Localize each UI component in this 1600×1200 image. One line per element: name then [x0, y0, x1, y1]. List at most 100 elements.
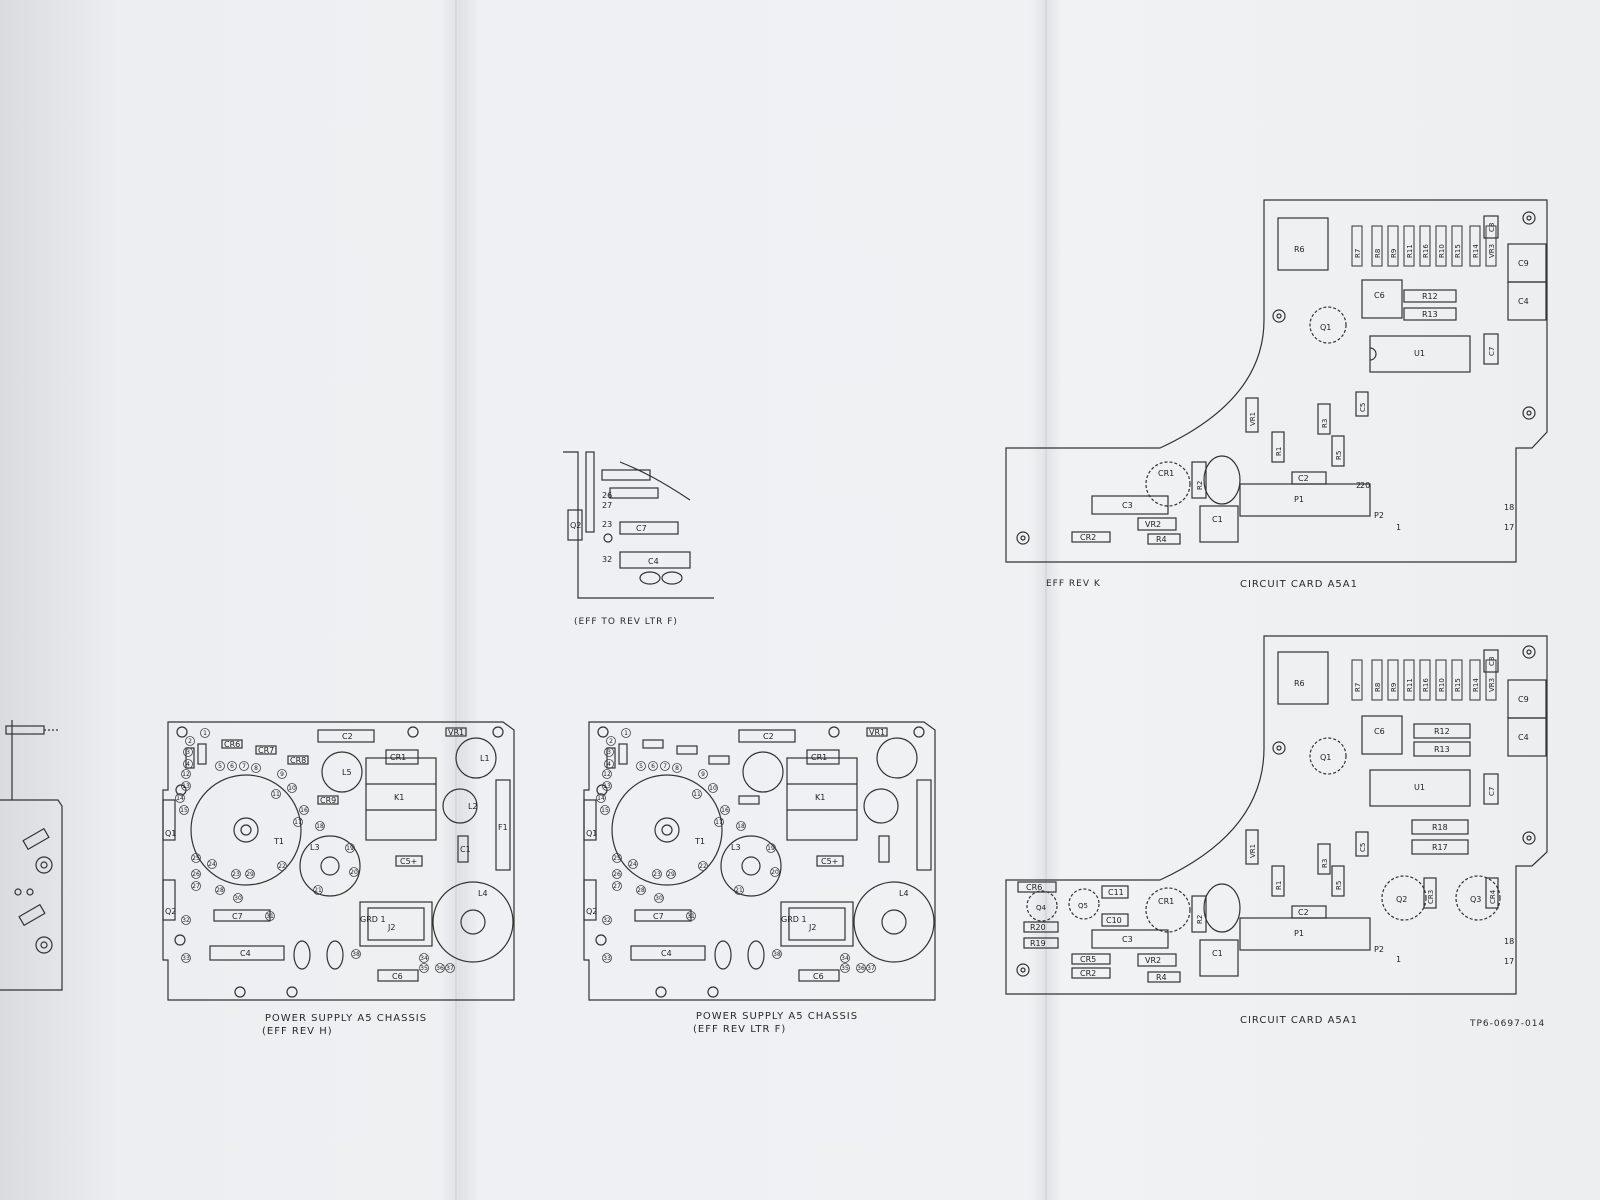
chassis-rev-h-caption: POWER SUPPLY A5 CHASSIS (EFF REV H)	[256, 1012, 436, 1038]
chassis-label-cr9: CR9	[320, 796, 336, 805]
terminal-marker	[185, 736, 195, 746]
card-bottom-label-c11: C11	[1108, 888, 1124, 897]
chassis-label-vr1: VR1	[448, 728, 464, 737]
terminal-marker	[175, 793, 185, 803]
chassis-label-k1: K1	[394, 793, 404, 802]
vertical-resistor-label: R14	[1472, 678, 1480, 692]
component-label: CR4	[1489, 889, 1497, 904]
terminal-number: 27	[192, 883, 200, 890]
vertical-resistor-label: R9	[1390, 249, 1398, 258]
terminal-number: 8	[254, 765, 258, 772]
terminal-marker	[445, 963, 455, 973]
card-bottom-label-cr5: CR5	[1080, 955, 1096, 964]
terminal-number: 35	[420, 965, 428, 972]
terminal-marker	[604, 759, 614, 769]
terminal-marker	[686, 911, 696, 921]
chassis-f-label-c7: C7	[653, 912, 664, 921]
vertical-resistor-label: VR3	[1488, 244, 1496, 258]
terminal-number: 24	[208, 861, 216, 868]
terminal-marker	[714, 817, 724, 827]
terminal-number: 10	[288, 785, 296, 792]
terminal-number: 17	[715, 819, 723, 826]
terminal-number: 22	[278, 863, 286, 870]
terminal-marker	[215, 761, 225, 771]
chassis-f-label-t1: T1	[694, 837, 705, 846]
inset-label-32: 32	[602, 555, 612, 564]
component-label: C8	[1488, 657, 1496, 666]
component-label: CR3	[1427, 890, 1435, 904]
terminal-marker	[181, 769, 191, 779]
terminal-number: 34	[420, 955, 428, 962]
terminal-marker	[621, 728, 631, 738]
chassis-label-cr8: CR8	[290, 756, 306, 765]
terminal-marker	[181, 915, 191, 925]
chassis-label-grd1: GRD 1	[360, 915, 386, 924]
chassis-label-l4: L4	[478, 889, 488, 898]
terminal-number: 33	[182, 955, 190, 962]
terminal-number: 9	[701, 771, 705, 778]
card-bottom-pin-17: 17	[1504, 957, 1514, 966]
terminal-marker	[299, 805, 309, 815]
terminal-number: 38	[773, 951, 781, 958]
card-top-caption: CIRCUIT CARD A5A1	[1240, 579, 1358, 590]
sheet-fold	[1045, 0, 1047, 1200]
terminal-marker	[672, 763, 682, 773]
terminal-marker	[866, 963, 876, 973]
terminal-number: 38	[352, 951, 360, 958]
chassis-rev-h	[162, 721, 515, 1001]
terminal-marker	[231, 869, 241, 879]
terminal-marker	[840, 953, 850, 963]
terminal-marker	[287, 783, 297, 793]
terminal-number: 6	[230, 763, 234, 770]
vertical-resistor-label: R9	[1390, 683, 1398, 692]
card-bottom-label-q1: Q1	[1320, 753, 1331, 762]
card-top-label-r4: R4	[1156, 535, 1167, 544]
terminal-marker	[734, 885, 744, 895]
terminal-number: 22	[699, 863, 707, 870]
terminal-number: 20	[350, 869, 358, 876]
terminal-marker	[612, 853, 622, 863]
chassis-label-l2: L2	[468, 802, 478, 811]
card-top-label-p1: P1	[1294, 495, 1304, 504]
terminal-number: 12	[603, 771, 611, 778]
vertical-resistor-label: R15	[1454, 678, 1462, 692]
chassis-f-label-l3: L3	[731, 843, 741, 852]
terminal-marker	[227, 761, 237, 771]
terminal-number: 21	[735, 887, 743, 894]
chassis-f-label-c2: C2	[763, 732, 774, 741]
terminal-marker	[313, 885, 323, 895]
chassis-f-label-k1: K1	[815, 793, 825, 802]
terminal-marker	[349, 867, 359, 877]
component-label: R2	[1196, 481, 1204, 490]
terminal-marker	[636, 885, 646, 895]
chassis-f-label-vr1: VR1	[869, 728, 885, 737]
chassis-f-label-c5: C5+	[821, 857, 838, 866]
chassis-label-c6: C6	[392, 972, 403, 981]
terminal-number: 4	[607, 761, 611, 768]
terminal-number: 9	[280, 771, 284, 778]
terminal-number: 5	[218, 763, 222, 770]
card-bottom-label-c1: C1	[1212, 949, 1223, 958]
circuit-card-rev-k	[1005, 199, 1548, 563]
terminal-number: 6	[651, 763, 655, 770]
terminal-marker	[772, 949, 782, 959]
terminal-marker	[770, 867, 780, 877]
terminal-number: 26	[613, 871, 621, 878]
vertical-resistor-label: R16	[1422, 678, 1430, 692]
terminal-marker	[351, 949, 361, 959]
terminal-number: 19	[346, 845, 354, 852]
chassis-rev-h-rev: (EFF REV H)	[262, 1026, 333, 1037]
drawing-number: TP6-0697-014	[1470, 1019, 1546, 1029]
card-bottom-label-c6: C6	[1374, 727, 1385, 736]
component-label: C5	[1359, 843, 1367, 852]
card-bottom-label-u1: U1	[1414, 783, 1425, 792]
terminal-marker	[293, 817, 303, 827]
terminal-number: 10	[709, 785, 717, 792]
terminal-number: 29	[246, 871, 254, 878]
terminal-number: 31	[687, 913, 695, 920]
terminal-number: 28	[637, 887, 645, 894]
chassis-f-label-cr1: CR1	[811, 753, 827, 762]
card-bottom-label-r4: R4	[1156, 973, 1167, 982]
component-label: R1	[1275, 447, 1283, 456]
